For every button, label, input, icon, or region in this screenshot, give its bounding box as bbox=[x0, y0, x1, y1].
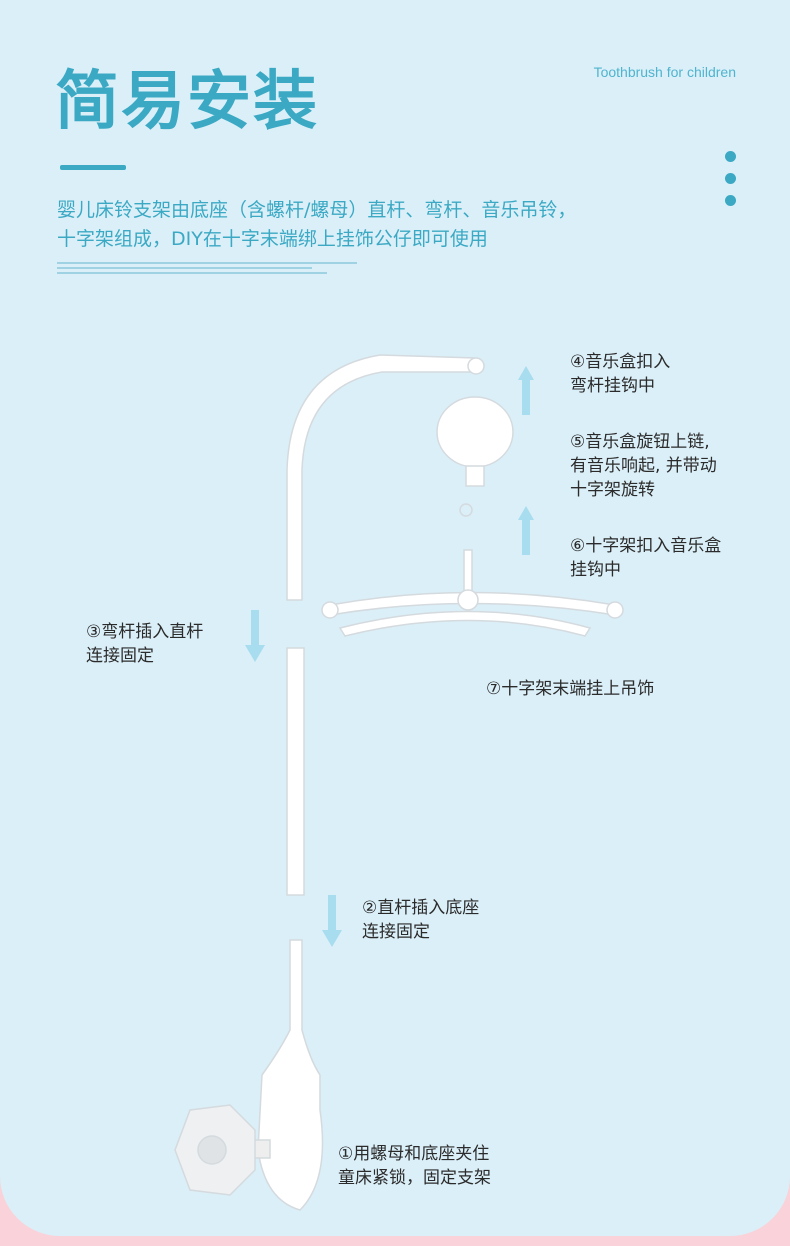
arrow-up-icon bbox=[518, 366, 534, 415]
step-2-label: ②直杆插入底座连接固定 bbox=[362, 898, 480, 942]
arrow-down-icon bbox=[245, 610, 265, 662]
step-7-label: ⑦十字架末端挂上吊饰 bbox=[486, 679, 655, 699]
description: 婴儿床铃支架由底座（含螺杆/螺母）直杆、弯杆、音乐吊铃， 十字架组成，DIY在十… bbox=[57, 199, 577, 250]
arrow-up-icon bbox=[518, 506, 534, 555]
step-6-label: ⑥十字架扣入音乐盒挂钩中 bbox=[570, 536, 722, 580]
english-subtitle: Toothbrush for children bbox=[593, 64, 736, 80]
arrow-down-icon bbox=[322, 895, 342, 947]
curved-arm bbox=[286, 354, 476, 601]
step-1-label: ①用螺母和底座夹住童床紧锁，固定支架 bbox=[338, 1144, 491, 1188]
base bbox=[257, 939, 324, 1211]
page-title: 简易安装 bbox=[55, 65, 319, 139]
fine-print-decoration bbox=[57, 262, 357, 277]
dots-decoration bbox=[725, 151, 736, 217]
accent-bar bbox=[60, 165, 126, 170]
step-3-label: ③弯杆插入直杆连接固定 bbox=[86, 622, 204, 666]
straight-pole bbox=[286, 647, 305, 896]
step-5-label: ⑤音乐盒旋钮上链,有音乐响起, 并带动十字架旋转 bbox=[570, 432, 717, 500]
music-box bbox=[436, 396, 514, 468]
step-4-label: ④音乐盒扣入弯杆挂钩中 bbox=[570, 352, 671, 396]
